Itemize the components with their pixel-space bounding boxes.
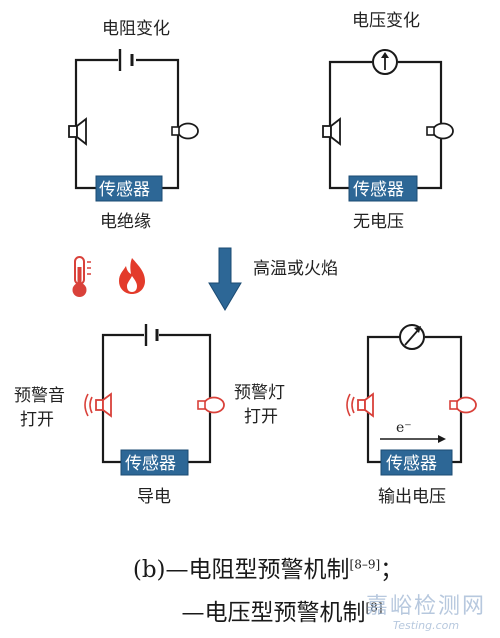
- speaker-icon: [322, 117, 341, 146]
- title-resistance-change: 电阻变化: [102, 19, 170, 39]
- sensor-box: [95, 175, 163, 202]
- sensor-box: [348, 175, 418, 202]
- sensor-label: 传感器: [99, 180, 150, 200]
- wire: [74, 58, 118, 190]
- thermometer-icon: [72, 256, 91, 297]
- wire: [398, 60, 443, 190]
- flame-icon: [119, 258, 145, 294]
- alarm-sound-label: 预警音: [14, 386, 65, 406]
- sensor-label: 传感器: [386, 454, 437, 474]
- state-conductive: 导电: [137, 487, 171, 507]
- battery-icon: [118, 49, 134, 71]
- caption-line-1-ref: [8–9]: [349, 557, 381, 572]
- alarm-light-state: 打开: [244, 407, 278, 427]
- wire: [328, 60, 372, 190]
- bulb-icon: [171, 122, 199, 140]
- wire: [136, 58, 180, 190]
- trigger-label: 高温或火焰: [253, 259, 338, 279]
- caption-line-2-text: —电压型预警机制: [181, 600, 366, 626]
- speaker-icon: [68, 117, 87, 146]
- electron-label: e⁻: [396, 420, 412, 436]
- electron-flow-arrow-icon: [380, 435, 446, 443]
- sensor-box: [120, 449, 189, 476]
- battery-icon: [144, 324, 159, 346]
- caption-line-1-text: (b)—电阻型预警机制: [132, 557, 350, 583]
- voltmeter-icon: [399, 324, 425, 350]
- state-output-voltage: 输出电压: [378, 487, 446, 507]
- state-insulated: 电绝缘: [100, 212, 151, 232]
- caption-line-2: —电压型预警机制[8]: [32, 593, 500, 627]
- alarm-sound-state: 打开: [20, 410, 54, 430]
- title-voltage-change: 电压变化: [352, 11, 420, 31]
- wire: [101, 333, 144, 464]
- wire: [159, 333, 212, 464]
- down-arrow-icon: [208, 247, 242, 311]
- watermark-en: Testing.com: [392, 619, 460, 632]
- circuit-voltage-on: e⁻ 传感器 输出电压: [346, 324, 477, 507]
- trigger-row: 高温或火焰: [72, 247, 338, 311]
- alarm-bulb-icon: [197, 396, 225, 414]
- watermark-cn: 嘉峪检测网: [365, 594, 486, 619]
- bulb-icon: [426, 122, 454, 140]
- caption-line-2-ref: [8]: [365, 600, 383, 615]
- circuit-resistance-on: 预警音 打开 预警灯 打开 传感器 导电: [14, 324, 285, 507]
- alarm-speaker-icon: [346, 392, 374, 418]
- caption-line-1-end: ；: [380, 557, 404, 583]
- alarm-speaker-icon: [84, 392, 112, 418]
- circuit-voltage-off: 电压变化 传感器 无电压: [322, 11, 454, 232]
- state-no-voltage: 无电压: [353, 212, 404, 232]
- alarm-light-label: 预警灯: [234, 383, 285, 403]
- sensor-label: 传感器: [353, 180, 404, 200]
- sensor-label: 传感器: [125, 454, 176, 474]
- sensor-box: [380, 449, 453, 476]
- alarm-bulb-icon: [449, 396, 477, 414]
- circuit-resistance-off: 电阻变化 传感器 电绝缘: [68, 19, 199, 232]
- caption-line-1: (b)—电阻型预警机制[8–9]；: [18, 550, 500, 584]
- wire: [425, 335, 463, 464]
- voltmeter-icon: [372, 49, 398, 75]
- watermark: 嘉峪检测网 Testing.com: [352, 594, 500, 632]
